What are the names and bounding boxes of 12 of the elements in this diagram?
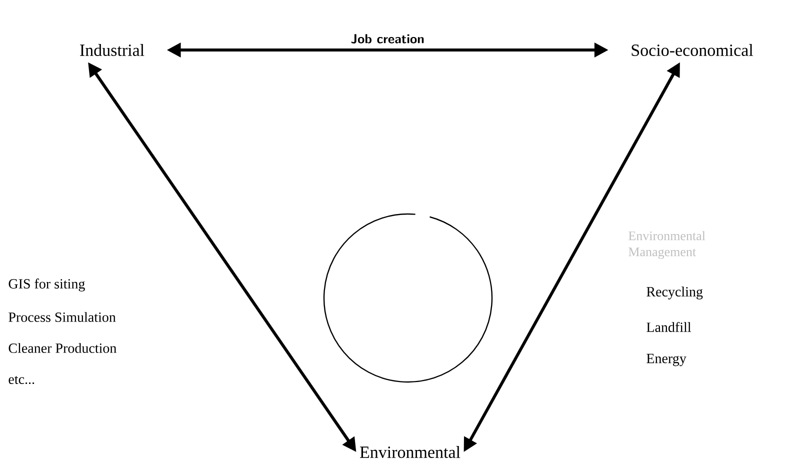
edge-label: Job creation: [351, 34, 424, 44]
list-item: Recycling: [646, 286, 703, 300]
list-item: Landfill: [646, 322, 692, 332]
node-label: Socio-economical: [632, 44, 754, 56]
list-item: GIS for siting: [8, 278, 85, 292]
node-label: Environmental: [360, 446, 460, 458]
list-item: Energy: [646, 354, 686, 366]
list-item: etc...: [8, 376, 34, 384]
list-item: Cleaner Production: [8, 343, 116, 353]
node-label: Industrial: [80, 44, 144, 56]
list-item: Process Simulation: [8, 312, 116, 322]
list-item: Environmental Management: [628, 231, 706, 259]
